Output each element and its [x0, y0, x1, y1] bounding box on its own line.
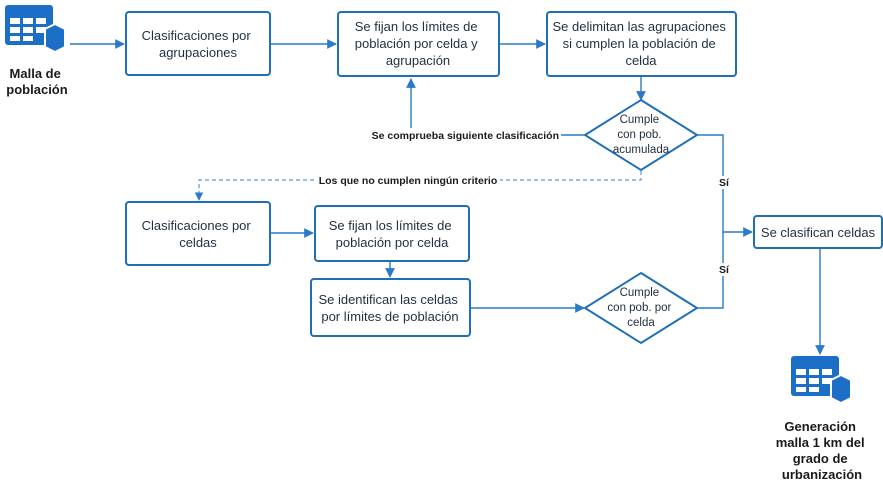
process-delimitan-agrupaciones: Se delimitan las agrupaciones si cumplen…: [546, 11, 737, 77]
process-fijan-limites-celda: Se fijan los límites de población por ce…: [314, 205, 470, 262]
svg-text:Se fijan los límites de: Se fijan los límites de población por ce…: [329, 218, 455, 250]
svg-text:Cumple con pob. ac: Cumple con pob. acumulada: [613, 114, 670, 156]
label-no-cumplen: Los que no cumplen ningún criterio: [319, 175, 498, 187]
svg-text:Se fijan los límites de: Se fijan los límites de población por ce…: [355, 19, 481, 68]
svg-text:Cumple con pob. por: Cumple con pob. por celda: [607, 287, 674, 329]
process-clasificaciones-celdas: Clasificaciones por celdas: [125, 201, 271, 266]
label-si-bottom: Sí: [719, 264, 730, 276]
table-database-icon: [791, 356, 852, 405]
process-identifican-celdas: Se identifican las celdas por límites de…: [310, 278, 471, 337]
process-clasificaciones-agrupaciones: Clasificaciones por agrupaciones: [125, 11, 271, 76]
edge-cumple-si-bottom: [697, 232, 724, 309]
label-si-top: Sí: [719, 177, 730, 189]
svg-text:Se delimitan las agrupaciones: Se delimitan las agrupaciones si cumplen…: [552, 19, 729, 68]
table-database-icon: [5, 5, 66, 54]
process-fijan-limites-agrupacion: Se fijan los límites de población por ce…: [337, 11, 500, 77]
result-title: Generación malla 1 km del grado de urban…: [776, 419, 869, 482]
label-siguiente-clasificacion: Se comprueba siguiente clasificación: [372, 130, 559, 142]
svg-text:Se identifican las celdas: Se identifican las celdas por límites de…: [318, 292, 461, 324]
decision-cumple-acumulada: Cumple con pob. acumulada: [583, 98, 699, 172]
source-title: Malla de población: [6, 66, 67, 97]
edge-cumple-loop-back: [406, 78, 584, 136]
decision-cumple-celda: Cumple con pob. por celda: [583, 271, 699, 345]
process-clasifican-celdas: Se clasifican celdas: [753, 215, 883, 249]
svg-text:Clasificaciones por celd: Clasificaciones por celdas: [142, 218, 255, 250]
svg-text:Se clasifican celdas: Se clasifican celdas: [761, 225, 876, 240]
svg-text:Clasificaciones por agru: Clasificaciones por agrupaciones: [142, 28, 255, 60]
